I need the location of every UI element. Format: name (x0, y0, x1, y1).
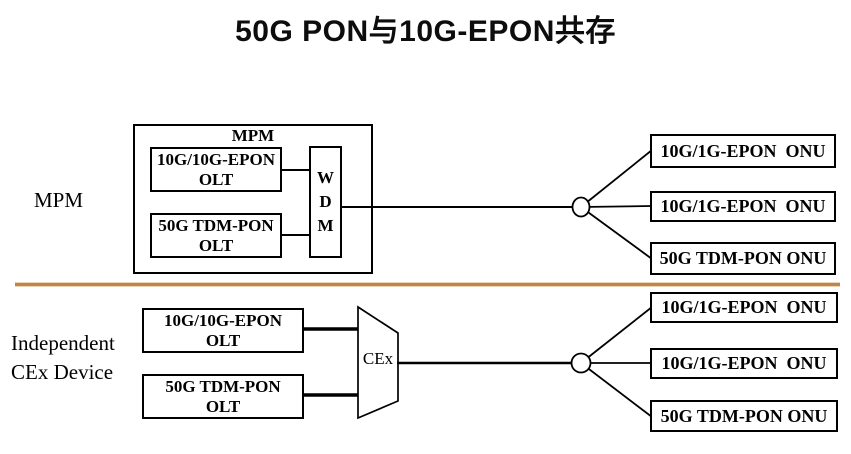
olt-label-line1: 10G/10G-EPON (156, 149, 276, 169)
line-splitter-to-onu3-top (580, 206, 653, 260)
line-splitter-to-onu2-top (580, 205, 653, 208)
splitter-circle-bottom (570, 352, 592, 374)
onu-box-bottom-1: 10G/1G-EPON ONU (650, 292, 838, 323)
olt-box-50g-tdm-top: 50G TDM-PON OLT (150, 213, 282, 258)
cex-label: CEx (362, 349, 394, 368)
onu-box-bottom-2: 10G/1G-EPON ONU (650, 348, 838, 379)
side-label-mpm: MPM (34, 188, 84, 212)
olt-label-line1: 50G TDM-PON (165, 376, 281, 396)
wdm-letter-w: W (317, 168, 334, 187)
olt-label-line2: OLT (205, 330, 241, 350)
diagram-title: 50G PON与10G-EPON共存 (235, 15, 616, 48)
line-splitter-to-onu1-top (580, 149, 653, 208)
wdm-letter-d: D (319, 192, 332, 211)
olt-box-10g-epon-top: 10G/10G-EPON OLT (150, 147, 282, 192)
side-label-line2: CEx Device (11, 360, 114, 384)
wdm-box: W D M (309, 146, 342, 258)
olt-box-50g-tdm-bottom: 50G TDM-PON OLT (142, 374, 304, 419)
onu-box-top-3: 50G TDM-PON ONU (650, 242, 836, 275)
olt-label-line2: OLT (198, 235, 234, 255)
side-label-independent-cex: Independent CEx Device (11, 329, 115, 387)
mpm-box-title: MPM (231, 126, 275, 145)
section-divider (15, 283, 840, 286)
onu-box-bottom-3: 50G TDM-PON ONU (650, 400, 838, 432)
onu-box-top-2: 10G/1G-EPON ONU (650, 191, 836, 222)
olt-label-line2: OLT (198, 169, 234, 189)
wdm-letter-m: M (317, 216, 334, 235)
olt-label-line2: OLT (205, 396, 241, 416)
olt-label-line1: 50G TDM-PON (158, 215, 274, 235)
line-splitter-to-onu1-bottom (580, 306, 653, 364)
olt-box-10g-epon-bottom: 10G/10G-EPON OLT (142, 308, 304, 353)
line-splitter-to-onu3-bottom (580, 362, 653, 418)
splitter-circle-top (571, 196, 591, 218)
cex-trapezoid (357, 305, 399, 420)
mpm-outer-box (133, 124, 373, 274)
side-label-line1: Independent (11, 331, 115, 355)
onu-box-top-1: 10G/1G-EPON ONU (650, 134, 836, 168)
olt-label-line1: 10G/10G-EPON (163, 310, 283, 330)
